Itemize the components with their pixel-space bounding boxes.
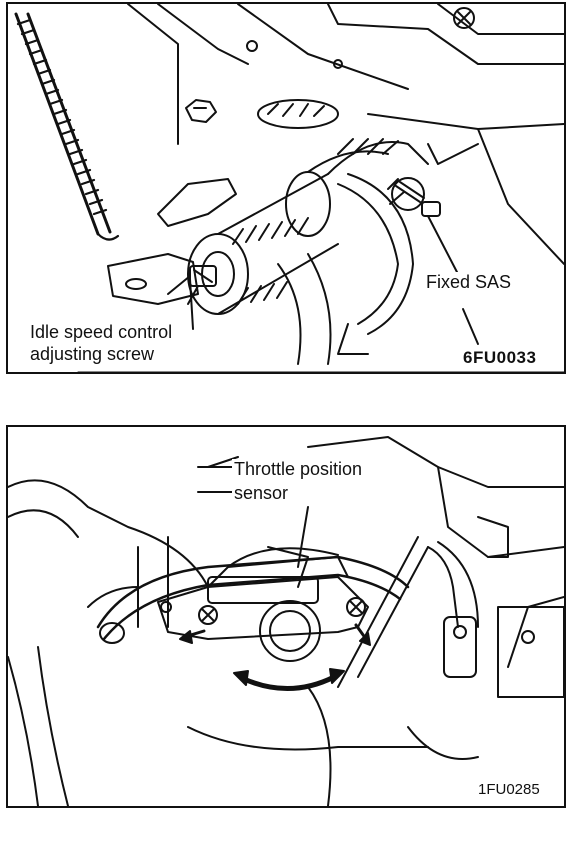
leader-idle-screw	[189, 278, 194, 330]
label-tps-line2: sensor	[232, 483, 291, 504]
figure-throttle-position-sensor: Throttle position sensor 1FU0285	[6, 425, 566, 808]
adjustment-arrows	[179, 623, 371, 691]
leader-tps-3	[297, 506, 309, 568]
throttle-springs	[187, 99, 429, 315]
throttle-position-sensor-body	[157, 546, 369, 662]
figure-throttle-linkage: Fixed SAS Idle speed control adjusting s…	[6, 2, 566, 374]
label-tps-line1: Throttle position	[232, 459, 365, 480]
leader-code	[462, 308, 479, 345]
bolt	[185, 99, 217, 123]
leader-fixed-sas	[427, 215, 459, 275]
label-idle-screw-line2: adjusting screw	[28, 344, 157, 365]
throttle-linkage-illustration	[14, 4, 564, 372]
tps-illustration	[8, 436, 564, 806]
sensor-connector	[337, 516, 564, 698]
throttle-lever	[107, 178, 237, 305]
throttle-cam	[277, 173, 414, 365]
sensor-mounting-screws	[160, 597, 366, 625]
figure-code: 1FU0285	[478, 781, 540, 798]
label-fixed-sas: Fixed SAS	[424, 272, 514, 293]
return-spring	[14, 12, 120, 241]
idle-adjusting-screw	[167, 265, 217, 305]
label-idle-screw-line1: Idle speed control	[28, 322, 175, 343]
fixed-sas-screw	[387, 177, 441, 217]
figure-code: 6FU0033	[463, 348, 537, 367]
